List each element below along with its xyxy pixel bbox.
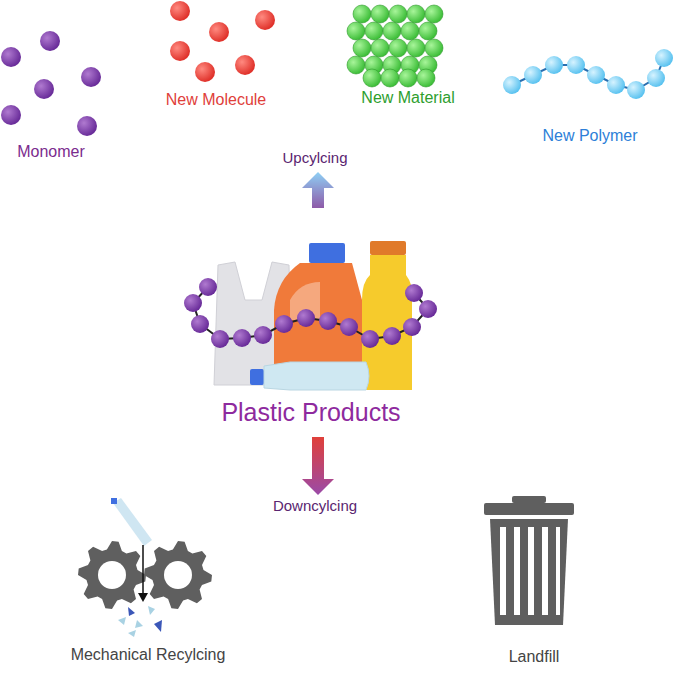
- polymer-chain: [503, 49, 673, 99]
- chain-bead: [211, 330, 229, 348]
- label-text: New Molecule: [166, 91, 266, 109]
- material-ball: [425, 39, 443, 57]
- monomer-dots: [1, 31, 101, 136]
- chain-bead: [361, 330, 379, 348]
- material-ball: [353, 39, 371, 57]
- recycling-gears: [78, 498, 212, 637]
- gear-body: [78, 541, 146, 609]
- label-text: Plastic Products: [221, 398, 400, 427]
- material-ball: [407, 39, 425, 57]
- material-ball: [399, 69, 417, 87]
- chain-bead: [419, 300, 437, 318]
- polymer-bead: [545, 56, 563, 74]
- material-ball: [383, 22, 401, 40]
- label-text: Upcylcing: [282, 149, 347, 166]
- material-ball: [425, 5, 443, 23]
- up-arrow: [302, 172, 334, 208]
- chain-bead: [340, 318, 358, 336]
- product-bead-chain: [184, 278, 437, 348]
- trash-can: [484, 496, 574, 625]
- down-arrow: [302, 437, 334, 495]
- chain-bead: [319, 312, 337, 330]
- material-ball: [363, 69, 381, 87]
- gear-hole: [98, 561, 126, 589]
- label-text: Mechanical Recylcing: [71, 646, 226, 664]
- material-ball: [347, 56, 365, 74]
- label-text: Monomer: [17, 143, 85, 161]
- material-ball: [407, 5, 425, 23]
- label-text: Downcylcing: [273, 497, 357, 514]
- chain-bead: [275, 315, 293, 333]
- label-text: Landfill: [509, 648, 560, 666]
- chain-bead: [383, 327, 401, 345]
- material-ball: [389, 39, 407, 57]
- polymer-bead: [587, 66, 605, 84]
- polymer-bead: [655, 49, 673, 67]
- polymer-bead: [647, 69, 665, 87]
- material-ball: [389, 5, 407, 23]
- label-text: New Polymer: [542, 127, 637, 145]
- gear-hole: [164, 561, 192, 589]
- chain-bead: [297, 309, 315, 327]
- gear-body: [144, 541, 212, 609]
- polymer-bead: [627, 81, 645, 99]
- material-ball: [419, 22, 437, 40]
- polymer-bead: [607, 76, 625, 94]
- chain-bead: [199, 278, 217, 296]
- material-ball: [365, 22, 383, 40]
- material-ball: [371, 39, 389, 57]
- material-ball: [353, 5, 371, 23]
- label-text: New Material: [361, 89, 454, 107]
- material-ball: [417, 69, 435, 87]
- polymer-bead: [503, 76, 521, 94]
- polymer-bead: [524, 66, 542, 84]
- chain-bead: [405, 284, 423, 302]
- material-grid: [347, 5, 443, 87]
- chain-bead: [254, 326, 272, 344]
- material-ball: [347, 22, 365, 40]
- chain-bead: [191, 315, 209, 333]
- chain-bead: [184, 294, 202, 312]
- material-ball: [401, 22, 419, 40]
- chain-bead: [403, 318, 421, 336]
- molecule-dots: [170, 1, 275, 82]
- chain-bead: [233, 329, 251, 347]
- plastic-products: [214, 241, 412, 390]
- material-ball: [381, 69, 399, 87]
- material-ball: [371, 5, 389, 23]
- polymer-bead: [567, 56, 585, 74]
